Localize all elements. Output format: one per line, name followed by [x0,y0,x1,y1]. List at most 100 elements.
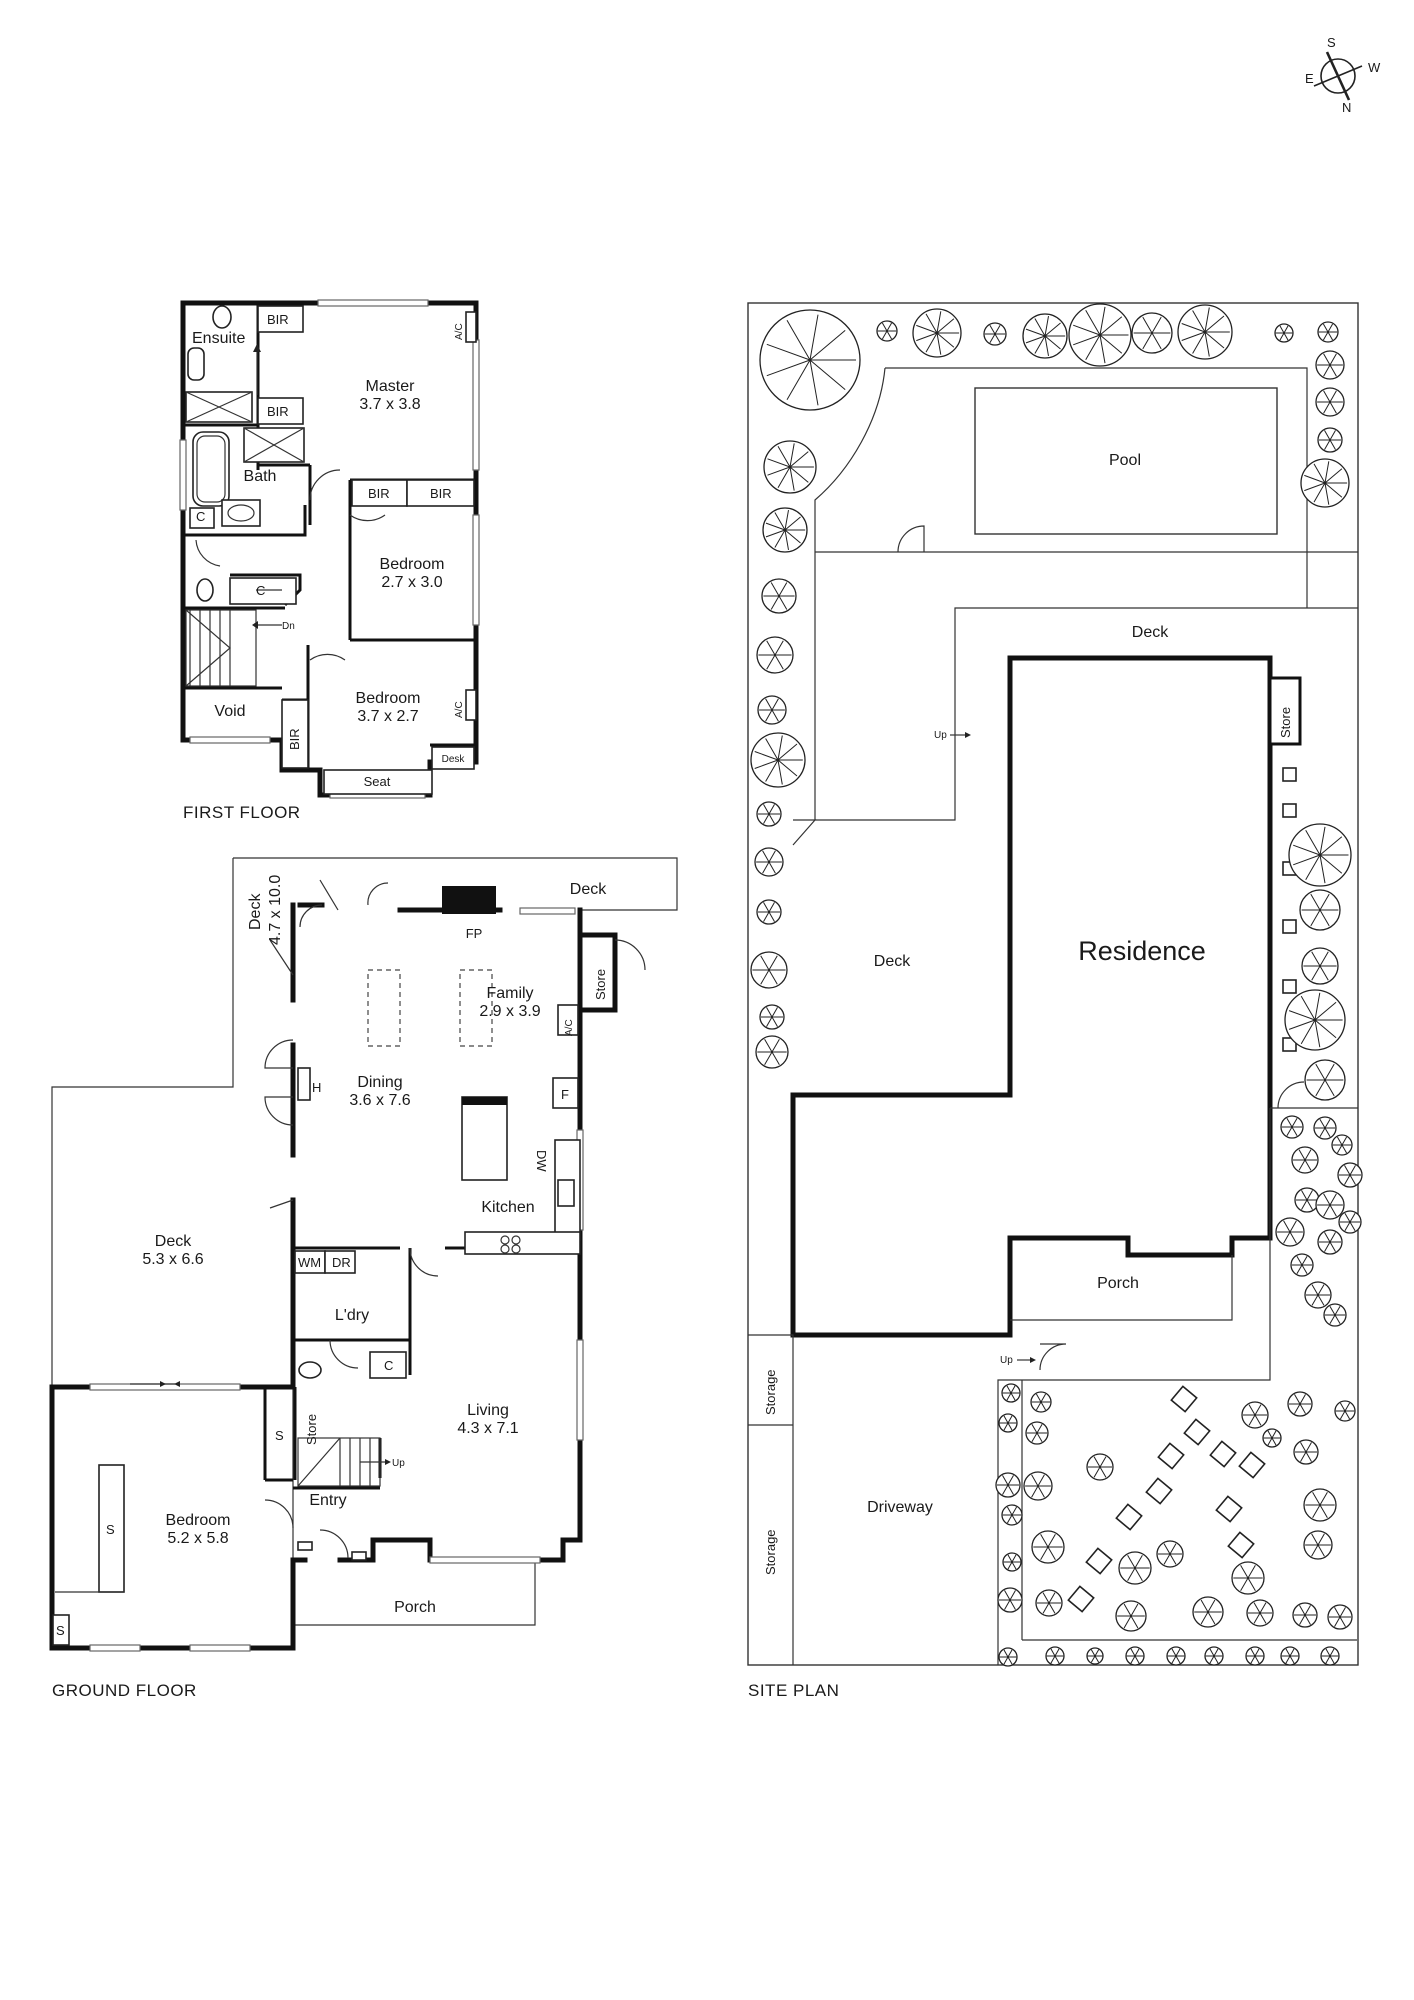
site-up-b-label: Up [1000,1355,1013,1366]
tree-icon [1320,1646,1340,1666]
tree-icon [1246,1599,1274,1627]
dining-dim: 3.6 x 7.6 [349,1092,410,1109]
tree-branches [1002,1506,1022,1524]
stair-dn-arrow [252,621,258,629]
first-floor-desk [431,746,475,770]
tree-icon [763,440,817,494]
tree-branches [1002,1385,1020,1401]
tree-icon [912,308,962,358]
paver [1183,1418,1211,1446]
tree-icon [1284,989,1346,1051]
tree-branches [916,311,960,355]
void-label: Void [214,703,245,720]
paver [1085,1547,1113,1575]
compass-e-label: E [1305,71,1314,86]
tree-branches [1317,390,1343,414]
big-deck-label: Deck [155,1233,192,1250]
living-label: Living [467,1402,509,1419]
first-floor-stairs [185,609,257,687]
kitchen-island [461,1096,508,1181]
tree-branches [1296,1190,1318,1210]
site-up-b-arrow [1030,1357,1036,1363]
ground-door-deck-leaf [319,879,339,911]
ensuite-basin [187,347,205,381]
compass-n-label: N [1342,100,1351,115]
driveway-label: Driveway [867,1499,933,1516]
tree-branches [1126,1648,1144,1664]
wm-label: WM [298,1255,321,1270]
tree-icon [755,1035,789,1069]
heater-label: H [312,1080,321,1095]
tree-branches [1194,1599,1222,1625]
ground-s-c-label: S [56,1623,65,1638]
tree-branches [1295,1442,1317,1462]
dining-label: Dining [357,1074,402,1091]
tree-icon [1317,427,1343,453]
tree-icon [762,507,808,553]
ground-door-deck-b [367,882,389,906]
planter [1282,979,1297,994]
desk-label: Desk [442,754,466,765]
dining-table [367,969,401,1047]
tree-icon [1045,1646,1065,1666]
tree-icon [1303,1530,1333,1560]
ground-side-deck-dim: 4.7 x 10.0 [267,875,284,945]
ground-door-dining-b [264,1096,294,1126]
ground-stair-treads [339,1438,371,1486]
site-store-label: Store [1278,707,1293,738]
tree-icon [757,695,787,725]
ground-s-b-label: S [106,1522,115,1537]
site-porch-label: Porch [1097,1275,1139,1292]
tree-branches [758,902,780,922]
compass-needle-ew [1313,65,1363,87]
site-deck-outline [814,552,1358,821]
living-dim: 4.3 x 7.1 [457,1420,518,1437]
planter [1282,1037,1297,1052]
compass: S W E N [1305,35,1381,115]
bedroom-3-dim: 3.7 x 2.7 [357,708,418,725]
tree-branches [1293,1149,1317,1171]
tree-branches [1305,1533,1331,1557]
bedroom-3-label: Bedroom [356,690,421,707]
site-deck-top-label: Deck [1132,624,1169,641]
tree-icon [756,636,794,674]
first-floor-bir-c-label: BIR [368,486,390,501]
ground-window-bedroom-bottom-b [189,1644,251,1652]
tree-icon [1315,387,1345,417]
tree-icon [1023,1471,1053,1501]
site-boundary [747,302,1359,1666]
kitchen-label: Kitchen [481,1199,534,1216]
tree-icon [998,1647,1018,1667]
ground-store-a-label: Store [593,969,608,1000]
tree-branches [1167,1648,1185,1664]
tree-icon [1304,1281,1332,1309]
ensuite-arrow [253,344,261,352]
tree-branches [1243,1404,1267,1426]
tree-icon [1001,1504,1023,1526]
tree-branches [1294,1605,1316,1625]
paver [1145,1477,1173,1505]
first-floor-bir-b [257,397,304,425]
ground-door-leaves [269,939,294,1209]
ground-stair-winder [297,1437,341,1487]
cooktop-burner-d [511,1244,521,1254]
ground-wall-east [337,1247,583,1563]
tree-branches [1314,1118,1336,1138]
tree-branches [1205,1648,1223,1664]
pool-fence-curve [814,367,886,552]
ground-door-laundry [409,1247,439,1277]
entry-label: Entry [309,1492,346,1509]
tree-branches [752,955,786,985]
kitchen-sink [557,1179,575,1207]
tree-branches [1275,325,1293,341]
tree-branches [1319,430,1341,450]
paver [1215,1495,1243,1523]
residence-label: Residence [1078,936,1206,966]
ground-c-label: C [384,1358,393,1373]
tree-icon [1131,312,1173,354]
kitchen-cooktop-bench [464,1231,581,1255]
master-dim: 3.7 x 3.8 [359,396,420,413]
tree-branches [1025,316,1066,356]
tree-branches [1026,1423,1048,1443]
site-porch-outline [1010,1255,1233,1321]
